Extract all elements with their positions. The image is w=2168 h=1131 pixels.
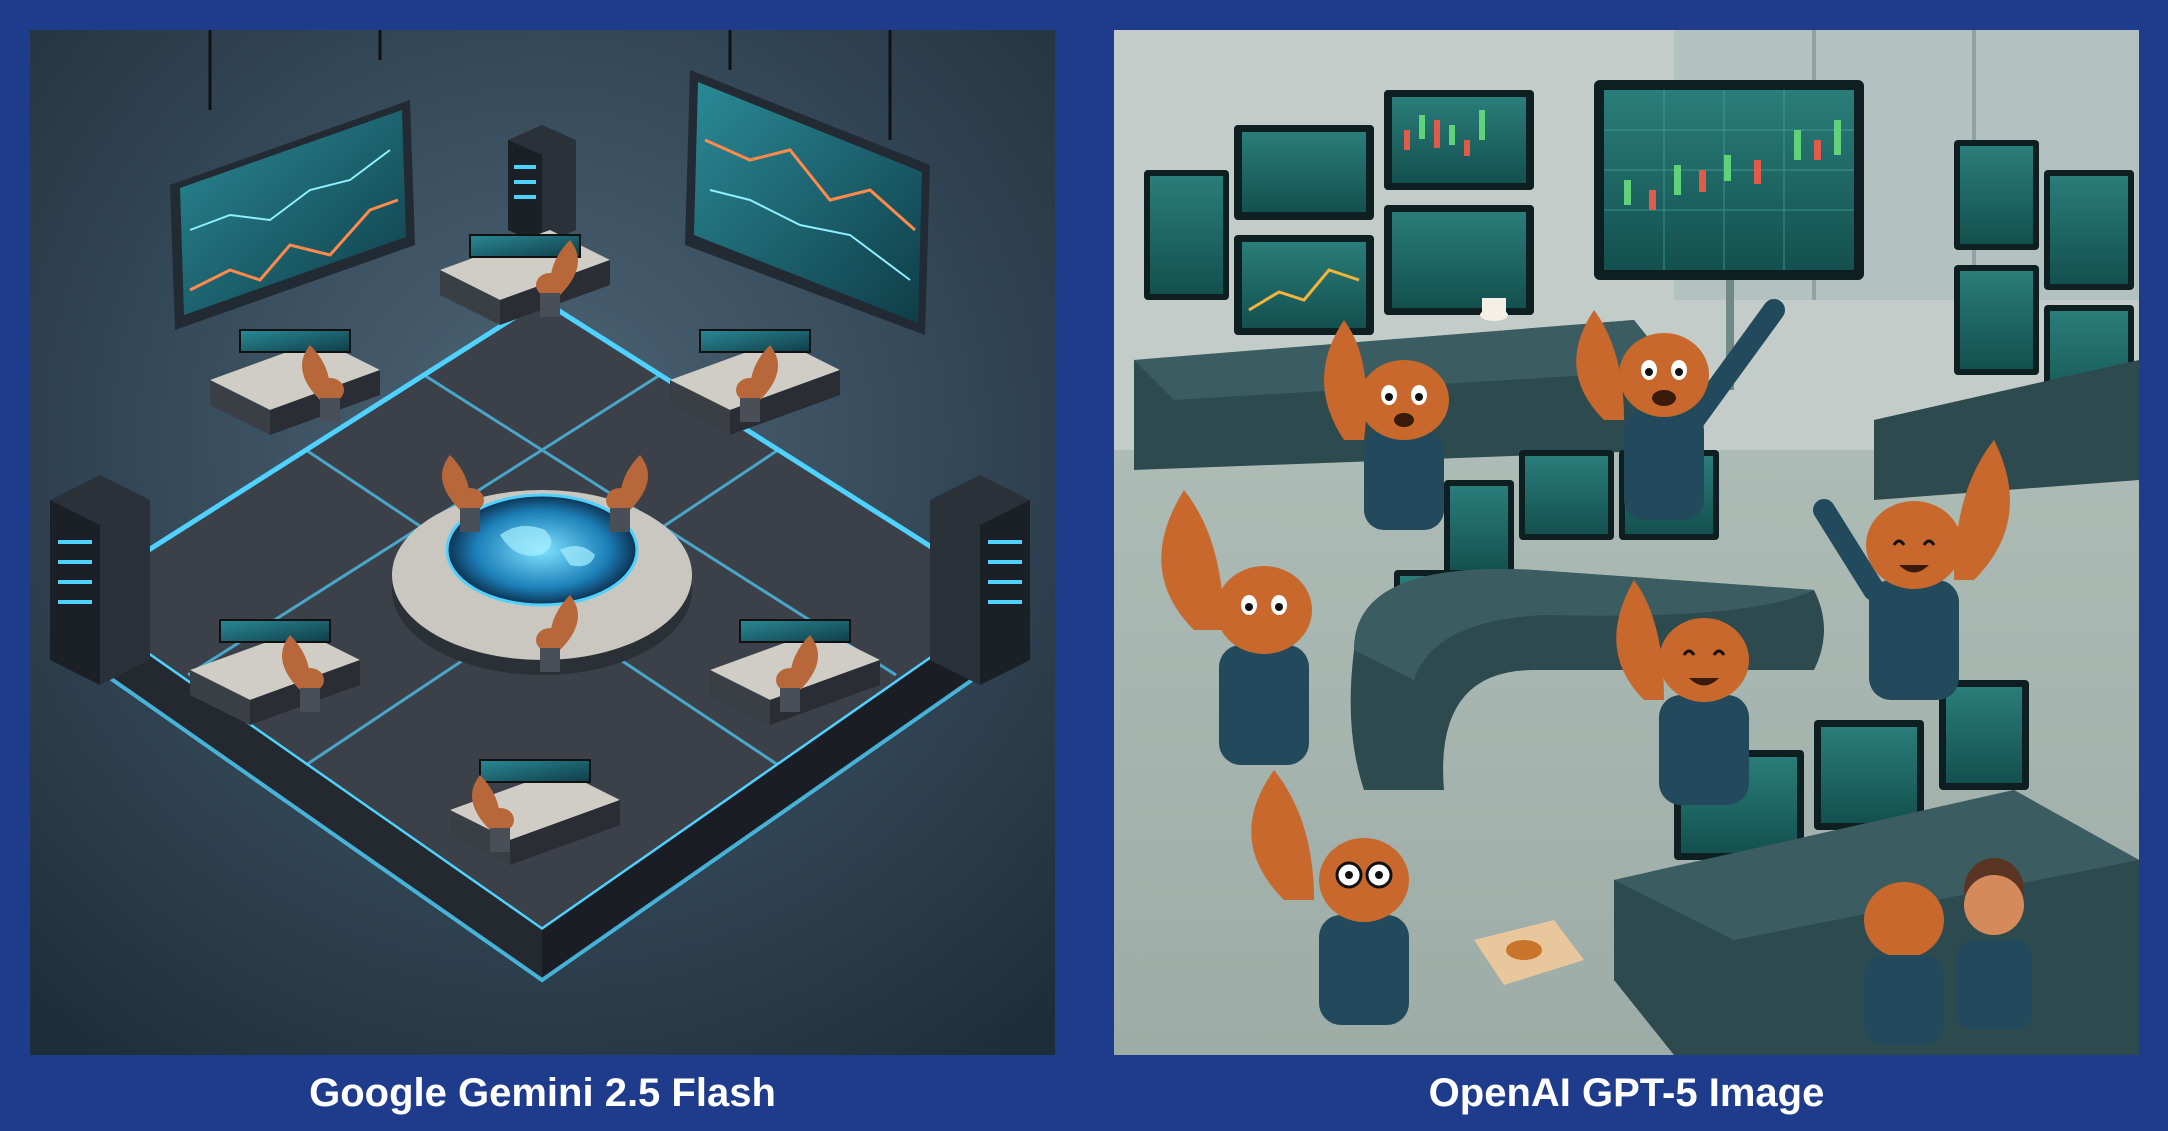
squirrel-headset xyxy=(1324,320,1449,530)
squirrel-traders xyxy=(282,240,818,852)
server-rack-left xyxy=(50,475,150,685)
platform-side-right xyxy=(542,600,1015,980)
coffee-cup xyxy=(1480,298,1508,321)
left-caption: Google Gemini 2.5 Flash xyxy=(309,1070,776,1115)
monitor-bank-left xyxy=(1134,90,1674,470)
desk-clusters xyxy=(190,230,880,865)
cartoon-trading-floor-illustration xyxy=(1114,30,2139,1055)
squirrel-laughing xyxy=(1616,580,1749,805)
right-caption: OpenAI GPT-5 Image xyxy=(1428,1070,1825,1115)
glow-edge xyxy=(68,648,1017,983)
squirrel-pointing xyxy=(1576,299,1785,520)
platform-side-left xyxy=(70,600,542,980)
server-rack-back xyxy=(508,125,576,245)
donut-box xyxy=(1474,920,1584,985)
isometric-trading-floor-illustration xyxy=(30,30,1055,1055)
hanging-screen-right xyxy=(685,30,930,335)
human-trader xyxy=(1956,858,2032,1030)
right-image-panel xyxy=(1114,30,2139,1055)
server-rack-right xyxy=(930,475,1030,685)
central-globe-desk xyxy=(392,490,692,675)
hanging-screen-left xyxy=(170,30,415,330)
monitor-bank-right xyxy=(1874,140,2139,500)
squirrel-phone xyxy=(1161,490,1312,765)
squirrel-at-desk xyxy=(1864,882,1944,1045)
squirrel-cheering xyxy=(1813,440,2010,700)
left-image-panel xyxy=(30,30,1055,1055)
squirrel-traders xyxy=(1161,299,2032,1045)
big-chart-screen xyxy=(1594,80,1864,390)
squirrel-glasses xyxy=(1251,770,1409,1025)
